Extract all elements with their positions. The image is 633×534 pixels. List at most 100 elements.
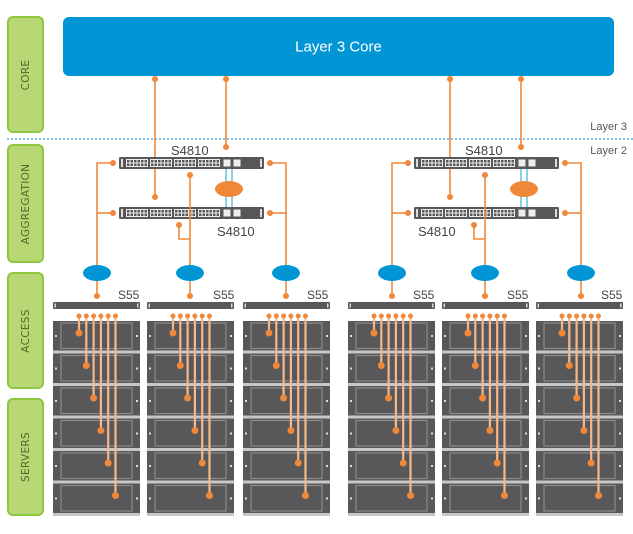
right-s4810-top-port: [425, 160, 428, 163]
left-s4810-bottom-port: [151, 210, 154, 213]
rack-6-server-port-dot-2: [566, 313, 572, 319]
left-s4810-top-port: [161, 163, 164, 166]
rack-2-server-6-led-left: [149, 497, 151, 500]
left-s4810-bottom-port: [182, 210, 185, 213]
rack-5-server-3-led-left: [444, 400, 446, 402]
access-switch-2-label: S55: [213, 288, 235, 302]
left-s4810-bottom-port: [134, 213, 137, 216]
left-access-lag-ellipse-1: [83, 265, 111, 281]
right-s4810-top-port: [484, 163, 487, 166]
left-s4810-top-port: [127, 160, 130, 163]
right-s4810-top-port: [487, 163, 490, 166]
rack-5-server-6-led-right: [525, 497, 527, 500]
rack-3-server-2-divider: [243, 383, 330, 386]
left-s4810-bottom-port: [130, 210, 133, 213]
right-s4810-top-port: [432, 160, 435, 163]
rack-4-server-4: [348, 418, 435, 448]
right-s4810-top-port: [511, 163, 514, 166]
rack-6-server-port-dot-4: [581, 313, 587, 319]
rack-1-server-nic-dot-4: [97, 427, 105, 434]
rack-6-server-3-bezel: [543, 387, 616, 415]
rack-3-server-6: [243, 483, 330, 513]
rack-6-s55-switch: [536, 302, 623, 309]
rack-2-server-2-bezel: [154, 354, 227, 382]
left-agg-right-top-dot: [267, 160, 273, 166]
rack-6-server-6-bezel: [543, 484, 616, 512]
right-s4810-top-port: [480, 160, 483, 163]
right-core-link-2-bottom-dot: [518, 144, 524, 150]
left-agg-middle-top-dot: [187, 172, 193, 178]
rack-4-server-5-divider: [348, 480, 435, 484]
core-label: Layer 3 Core: [295, 38, 382, 55]
right-s4810-top-port: [504, 163, 507, 166]
rack-6-server-port-dot-1: [559, 313, 565, 319]
rack-6-server-5-bezel: [543, 452, 616, 480]
right-s4810-top-port: [460, 163, 463, 166]
left-s4810-top-port: [134, 163, 137, 166]
rack-6-server-3-led-right: [619, 400, 621, 402]
left-access-uplink-dot-3: [283, 293, 289, 299]
rack-4-server-nic-dot-2: [377, 362, 385, 369]
rack-2-server-4-divider: [147, 448, 234, 451]
left-s4810-top-port: [199, 163, 202, 166]
left-s4810-bottom-port-block: [198, 209, 220, 217]
right-s4810-bottom-port: [497, 210, 500, 213]
right-agg-right-top-dot: [562, 160, 568, 166]
rack-3-server-nic-dot-2: [272, 362, 280, 369]
left-s4810-top-port: [185, 163, 188, 166]
left-s4810-bottom-port: [206, 210, 209, 213]
right-s4810-bottom-port: [508, 213, 511, 216]
left-s4810-bottom-ear-right: [260, 209, 262, 217]
rack-4-server-4-led-right: [431, 432, 433, 435]
access-switch-6-label: S55: [601, 288, 623, 302]
left-s4810-bottom-uplink-port: [232, 208, 242, 218]
left-s4810-top-port: [209, 163, 212, 166]
left-s4810-top-port: [175, 163, 178, 166]
left-core-link-2-bottom-dot: [223, 144, 229, 150]
right-s4810-bottom-port: [480, 210, 483, 213]
rack-6-server-port-dot-5: [588, 313, 594, 319]
rack-3-server-nic-dot-3: [280, 394, 288, 402]
rack-5-server-4-bezel: [449, 419, 522, 447]
right-s4810-bottom-port: [511, 210, 514, 213]
rack-5-server-6-bezel: [449, 484, 522, 512]
left-s4810-bottom-port-block: [150, 209, 172, 217]
rack-5-s55-switch: [442, 302, 529, 309]
rack-6-server-2-bezel: [543, 354, 616, 382]
left-s4810-bottom-port: [144, 213, 147, 216]
left-s4810-bottom-port: [199, 210, 202, 213]
rack-6-server-1-led-left: [538, 335, 540, 337]
left-s4810-bottom-port: [199, 213, 202, 216]
right-s4810-top-port-block: [445, 159, 467, 167]
left-s4810-bottom-port: [127, 213, 130, 216]
rack-2-server-2-divider: [147, 383, 234, 386]
right-vlt-lag-ellipse: [510, 181, 538, 197]
left-s4810-top-port: [189, 163, 192, 166]
left-s4810-bottom-port: [130, 213, 133, 216]
rack-1-server-1-divider: [53, 350, 140, 354]
rack-3-server-3: [243, 386, 330, 416]
left-s4810-bottom-port: [141, 210, 144, 213]
right-s4810-bottom-port: [504, 210, 507, 213]
rack-5-server-3-divider: [442, 415, 529, 419]
rack-2-server-nic-dot-6: [206, 492, 213, 499]
right-s4810-top-port: [501, 163, 504, 166]
agg-right-top-label: S4810: [465, 143, 503, 158]
rack-1-server-2-bezel: [60, 354, 133, 382]
rack-1-server-4: [53, 418, 140, 448]
left-s4810-bottom-port: [134, 210, 137, 213]
rack-2-s55-ear-right: [231, 303, 233, 308]
rack-1-server-port-dot-5: [105, 313, 111, 319]
rack-2-server-nic-dot-1: [169, 329, 177, 337]
rack-2-server-2-led-left: [149, 367, 151, 370]
rack-1-server-3: [53, 386, 140, 416]
rack-4-server-5: [348, 451, 435, 481]
left-s4810-top-port: [137, 160, 140, 163]
right-s4810-top-port-block: [493, 159, 515, 167]
rack-6-server-3: [536, 386, 623, 416]
left-s4810-top-port: [151, 163, 154, 166]
right-s4810-top-port: [484, 160, 487, 163]
rack-2-server-2: [147, 353, 234, 383]
left-s4810-bottom-port: [158, 210, 161, 213]
rack-5-server-nic-dot-5: [493, 459, 501, 467]
